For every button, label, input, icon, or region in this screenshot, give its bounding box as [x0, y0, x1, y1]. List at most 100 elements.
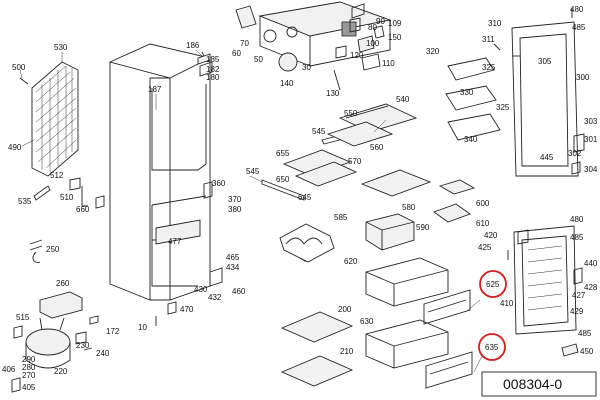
hinge-450	[561, 343, 579, 357]
switch-90	[351, 3, 365, 19]
shelf-rail-545-side	[261, 179, 305, 201]
callout-445: 445	[540, 153, 554, 162]
lamp-cover-70	[235, 5, 257, 29]
callout-512: 512	[50, 171, 64, 180]
callout-260: 260	[56, 279, 70, 288]
callout-311: 311	[482, 35, 495, 44]
callout-420: 420	[484, 231, 498, 240]
door-shelf-325-top	[447, 57, 495, 81]
callout-465: 465	[226, 253, 240, 262]
callout-340: 340	[464, 135, 478, 144]
crisper-drawer-630	[365, 319, 449, 369]
callout-580: 580	[402, 203, 416, 212]
callout-100: 100	[366, 39, 380, 48]
callout-130: 130	[326, 89, 340, 98]
spring-240	[83, 347, 93, 351]
callout-620: 620	[344, 257, 358, 266]
ice-tray-610	[433, 203, 471, 223]
cover-185	[197, 53, 211, 65]
callout-301: 301	[584, 135, 598, 144]
callout-655: 655	[276, 149, 290, 158]
callout-300: 300	[576, 73, 590, 82]
crisper-drawer-620	[365, 257, 449, 307]
callout-434: 434	[226, 263, 240, 272]
callout-425: 425	[478, 243, 492, 252]
callout-210: 210	[340, 347, 354, 356]
door-stop-304	[571, 161, 581, 175]
callout-500: 500	[12, 63, 26, 72]
washer-230	[75, 331, 87, 345]
callout-429: 429	[570, 307, 584, 316]
control-panel	[258, 1, 392, 67]
foot-406	[11, 377, 21, 393]
clip-250	[29, 239, 43, 251]
small-drawer-590	[365, 213, 415, 251]
glass-shelf-560	[326, 121, 394, 147]
callout-303: 303	[584, 117, 598, 126]
callout-590: 590	[416, 223, 430, 232]
callout-10: 10	[138, 323, 147, 332]
diagram-code-box	[481, 371, 597, 397]
relay-260	[39, 291, 83, 319]
callout-labels: 480 485 310 311 305 320 325 300 330 325 …	[2, 5, 598, 392]
callout-477: 477	[168, 237, 182, 246]
callout-485b: 485	[570, 233, 584, 242]
callout-120: 120	[350, 51, 364, 60]
callout-380: 380	[228, 205, 242, 214]
callout-180: 180	[206, 73, 220, 82]
callout-428: 428	[584, 283, 598, 292]
callout-90: 90	[376, 17, 385, 26]
callout-405: 405	[22, 383, 36, 392]
callout-432: 432	[208, 293, 222, 302]
freezer-door	[513, 225, 577, 335]
callout-460: 460	[232, 287, 246, 296]
callout-440: 440	[584, 259, 598, 268]
callout-330: 330	[460, 88, 474, 97]
callout-320: 320	[426, 47, 440, 56]
callout-109: 109	[388, 19, 402, 28]
drier-filter-535	[33, 185, 51, 201]
bracket-660	[95, 195, 105, 209]
callout-560: 560	[370, 143, 384, 152]
hinge-cover-302	[573, 133, 585, 153]
callout-150: 150	[388, 33, 402, 42]
bottle-rack-585	[279, 223, 335, 263]
callout-427: 427	[572, 291, 586, 300]
condenser-coil	[31, 61, 79, 177]
callout-410: 410	[500, 299, 514, 308]
tube-510	[81, 186, 88, 207]
callout-140: 140	[280, 79, 294, 88]
callout-110: 110	[382, 59, 395, 68]
grommet-515	[13, 325, 23, 339]
callout-406: 406	[2, 365, 16, 374]
refrigerator-cabinet	[108, 43, 212, 301]
capillary-130	[333, 69, 341, 91]
callout-270: 270	[22, 371, 36, 380]
fixing-screw-500	[19, 77, 29, 85]
callout-240: 240	[96, 349, 110, 358]
callout-485a: 485	[572, 23, 586, 32]
door-shelf-325-bottom	[445, 85, 497, 111]
callout-650: 650	[276, 175, 290, 184]
glass-shelf-645	[294, 161, 358, 187]
callout-625: 625	[486, 280, 500, 289]
callout-545a: 545	[312, 127, 326, 136]
callout-302: 302	[568, 149, 582, 158]
glass-shelf-200	[280, 311, 354, 343]
callout-540: 540	[396, 95, 410, 104]
callout-304: 304	[584, 165, 598, 174]
light-switch-100	[357, 35, 375, 53]
callout-470: 470	[180, 305, 194, 314]
callout-30: 30	[302, 63, 311, 72]
drawer-front-625	[423, 289, 471, 325]
connector-512	[69, 177, 81, 191]
hinge-bracket-182	[199, 61, 213, 77]
bulb-150	[373, 25, 385, 39]
drawer-front-635	[425, 351, 473, 389]
callout-510: 510	[60, 193, 74, 202]
callout-610: 610	[476, 219, 490, 228]
cable-250	[32, 251, 41, 263]
callout-80: 80	[368, 23, 377, 32]
callout-50: 50	[254, 55, 263, 64]
callout-325b: 325	[496, 103, 510, 112]
